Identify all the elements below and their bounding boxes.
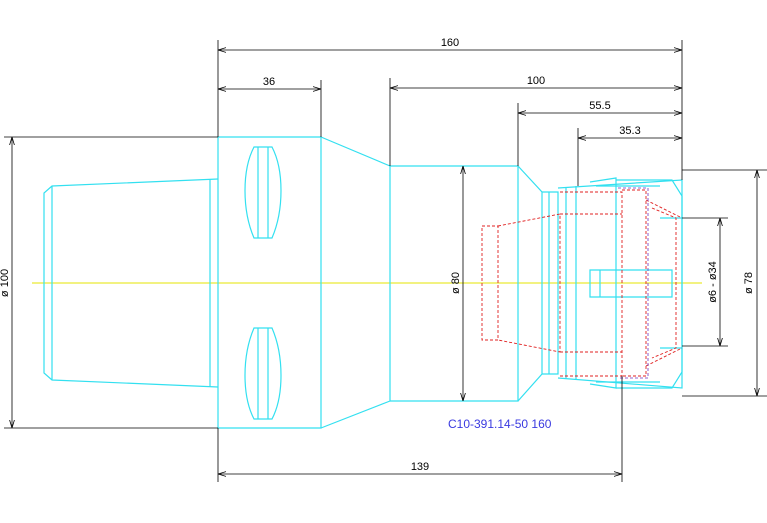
collet-hidden-lines bbox=[481, 187, 683, 379]
label-clamping-range: ø6 - ø34 bbox=[707, 261, 719, 303]
label-35-3: 35.3 bbox=[619, 125, 640, 137]
label-55-5: 55.5 bbox=[589, 100, 610, 112]
part-number-label: C10-391.14-50 160 bbox=[448, 417, 552, 431]
drive-slot-upper bbox=[244, 146, 282, 239]
holder-outline bbox=[43, 136, 683, 429]
dimension-lines bbox=[4, 40, 767, 482]
cylindrical-body bbox=[390, 165, 519, 402]
label-d80: ø 80 bbox=[450, 272, 462, 294]
dimension-labels: 160 36 100 55.5 35.3 139 ø 100 ø 80 ø 78… bbox=[0, 37, 755, 473]
drive-slot-lower bbox=[244, 327, 282, 420]
label-36: 36 bbox=[263, 76, 275, 88]
label-160: 160 bbox=[441, 37, 459, 49]
neck bbox=[517, 165, 543, 402]
label-139: 139 bbox=[411, 461, 429, 473]
label-d78: ø 78 bbox=[743, 272, 755, 294]
label-d100: ø 100 bbox=[0, 269, 11, 297]
label-100: 100 bbox=[527, 75, 545, 87]
taper-shank bbox=[43, 178, 219, 388]
cone bbox=[320, 136, 391, 429]
